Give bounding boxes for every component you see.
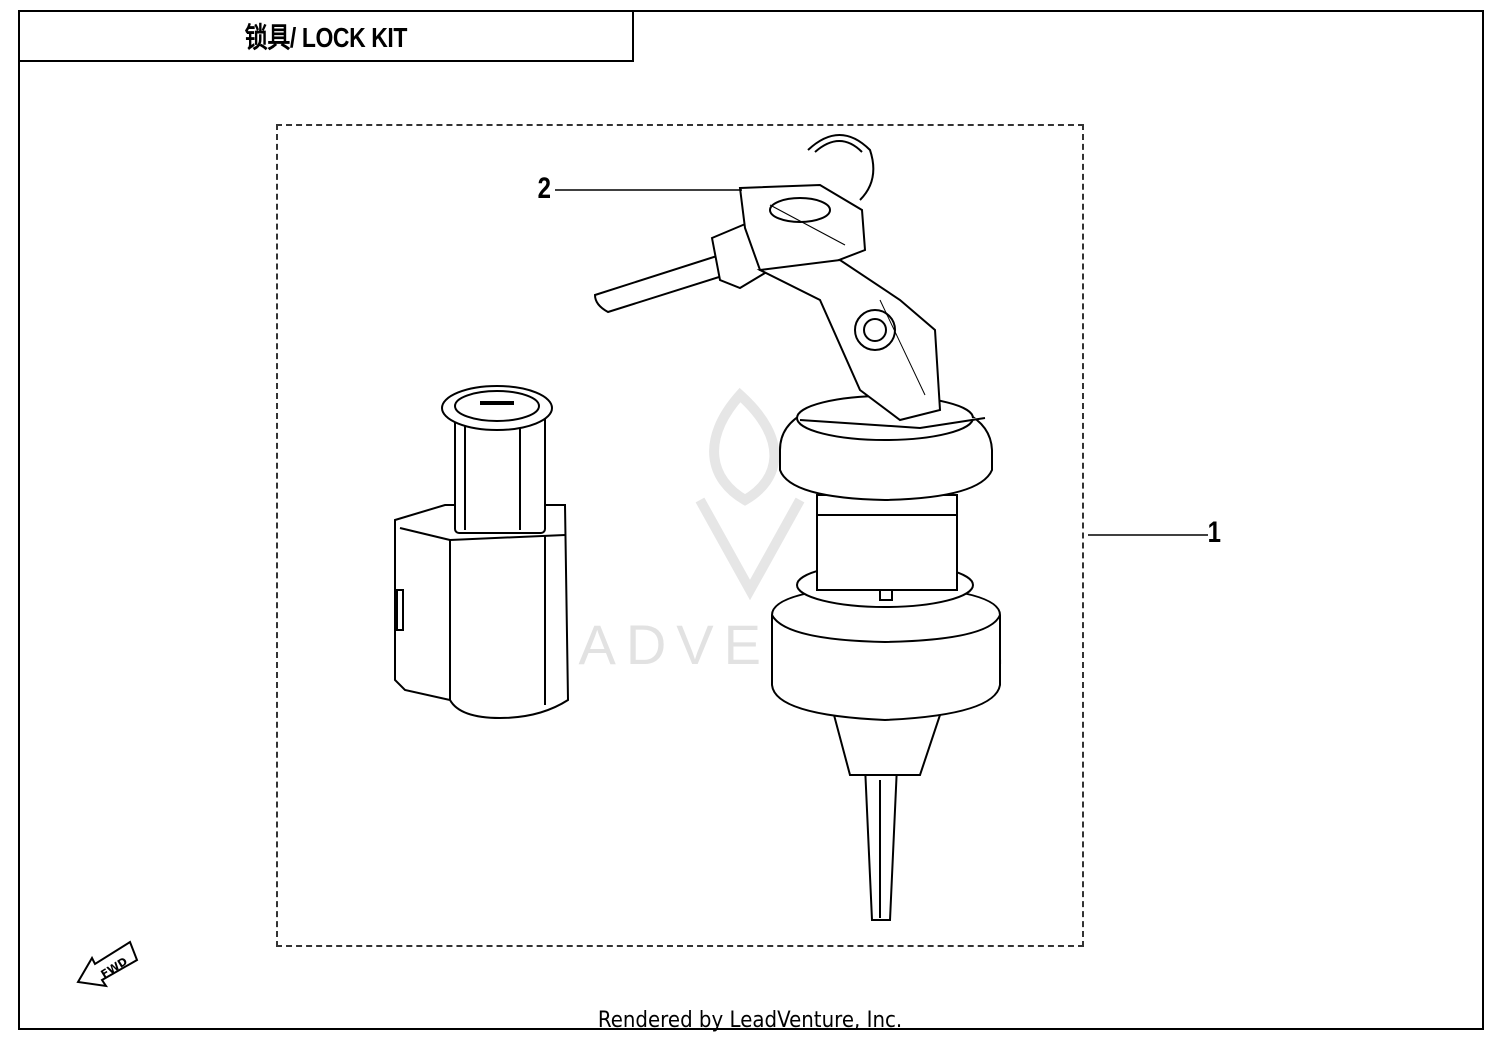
kit-group-box — [276, 124, 1084, 947]
callout-2: 2 — [537, 172, 552, 205]
fwd-arrow-icon: FWD — [76, 940, 139, 988]
title-box: 锁具/ LOCK KIT — [18, 10, 634, 62]
diagram-frame — [18, 10, 1484, 1030]
key-part — [593, 134, 942, 422]
ignition-switch-part — [771, 395, 1001, 921]
diagram-title: 锁具/ LOCK KIT — [244, 22, 408, 53]
footer-credit: Rendered by LeadVenture, Inc. — [597, 1008, 903, 1033]
callout-1: 1 — [1207, 516, 1222, 549]
watermark-logo — [695, 387, 805, 601]
storage-lock-part — [394, 385, 570, 720]
